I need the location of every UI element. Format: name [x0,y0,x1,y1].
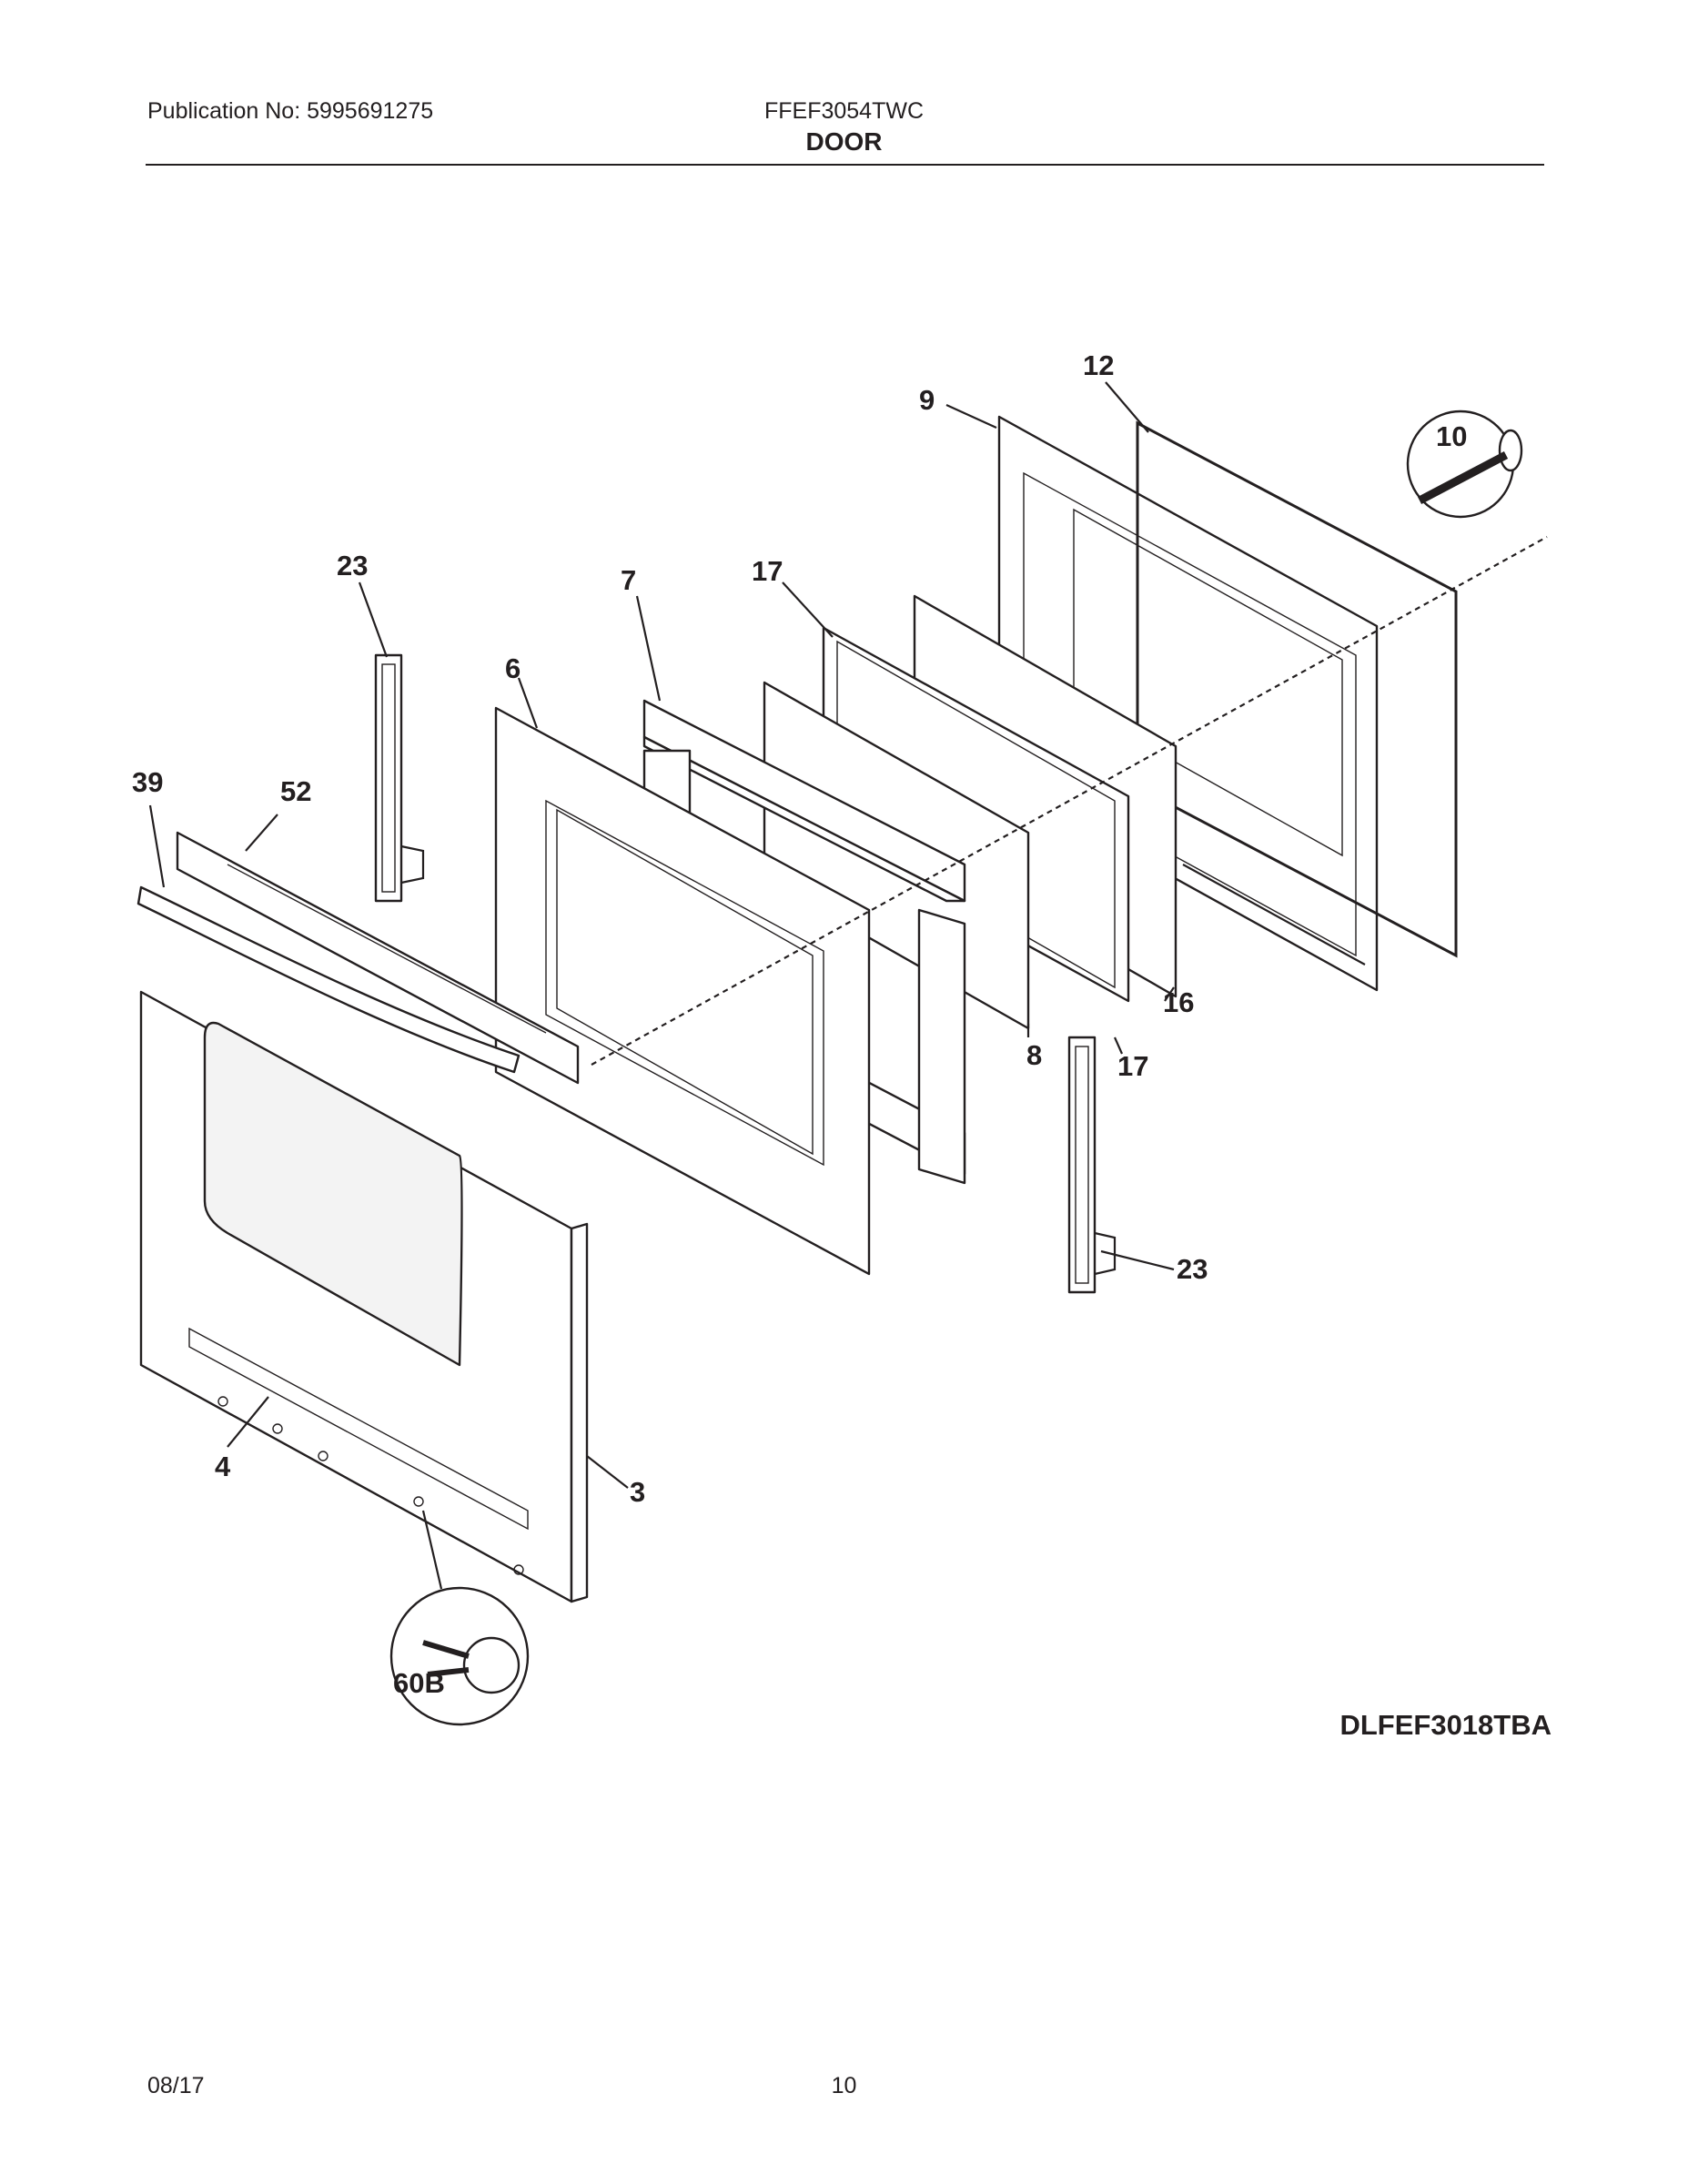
callout-17-top: 17 [752,555,783,587]
part-3-outer-door [139,990,589,1603]
callout-3: 3 [630,1476,645,1508]
callout-23-top: 23 [337,550,368,581]
section-title: DOOR [805,127,883,156]
part-60b-screw-detail [389,1586,530,1726]
part-4-bottom-trim [188,1327,529,1575]
assembly-axis-line [591,536,1548,1066]
part-39-door-handle [136,885,521,1074]
part-10-screw-detail [1406,410,1523,519]
callout-17-bottom: 17 [1117,1050,1148,1082]
callout-52: 52 [280,775,311,807]
callout-4: 4 [215,1451,231,1482]
part-6-door-liner [494,706,871,1276]
leader-lines [148,381,1175,1590]
part-23-hinge-left [374,653,425,903]
part-23-hinge-right [1067,1036,1117,1294]
callout-8: 8 [1026,1039,1042,1071]
callout-16: 16 [1163,986,1194,1018]
part-12-door-gasket [1136,420,1458,958]
callout-39: 39 [132,766,163,798]
header-rule [146,164,1544,166]
publication-number: Publication No: 5995691275 [147,98,434,124]
callout-60b: 60B [393,1667,445,1699]
callout-23-bottom: 23 [1177,1253,1208,1285]
page-number: 10 [831,2073,857,2098]
diagram-code: DLFEF3018TBA [1339,1709,1552,1741]
part-52-vent-trim [176,831,580,1085]
callout-6: 6 [505,652,521,684]
callout-9: 9 [919,384,935,416]
model-number: FFEF3054TWC [763,98,925,124]
footer-date: 08/17 [147,2073,205,2098]
callout-12: 12 [1083,349,1114,381]
callout-10: 10 [1436,420,1467,452]
callout-7: 7 [621,564,636,596]
